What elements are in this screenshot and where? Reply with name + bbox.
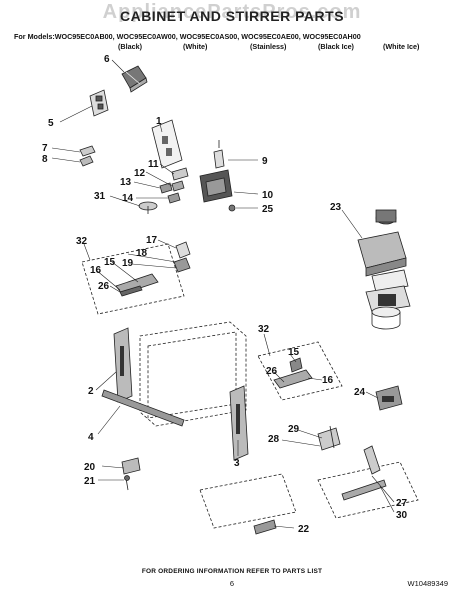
document-number: W10489349 bbox=[407, 579, 448, 588]
callout-25: 25 bbox=[262, 204, 274, 215]
callout-3: 3 bbox=[234, 458, 240, 469]
part-15-26-shape-upper bbox=[115, 273, 159, 297]
callout-24: 24 bbox=[354, 387, 366, 398]
callout-15-upper: 15 bbox=[104, 257, 116, 268]
callout-19: 19 bbox=[122, 258, 134, 269]
callout-2: 2 bbox=[88, 386, 94, 397]
callout-12: 12 bbox=[134, 168, 146, 179]
callout-5: 5 bbox=[48, 118, 54, 129]
callout-10: 10 bbox=[262, 190, 274, 201]
part-2-shape bbox=[113, 327, 133, 403]
callout-9: 9 bbox=[262, 156, 268, 167]
finish-label-white-ice: (White Ice) bbox=[383, 42, 420, 51]
callout-32-upper: 32 bbox=[76, 236, 88, 247]
part-12-shape bbox=[171, 180, 185, 192]
callout-21: 21 bbox=[84, 476, 96, 487]
part-31-shape bbox=[138, 201, 158, 214]
callout-18: 18 bbox=[136, 248, 148, 259]
page-number: 6 bbox=[229, 579, 235, 588]
upper-left-dashed-box bbox=[81, 243, 185, 315]
ordering-footer: FOR ORDERING INFORMATION REFER TO PARTS … bbox=[141, 568, 323, 575]
callout-4: 4 bbox=[88, 432, 94, 443]
callout-27: 27 bbox=[396, 498, 408, 509]
models-line: For Models:WOC95EC0AB00, WOC95EC0AW00, W… bbox=[14, 32, 361, 41]
part-22-shape bbox=[253, 519, 277, 535]
callout-16-right: 16 bbox=[322, 375, 334, 386]
part-8-shape bbox=[79, 155, 94, 167]
finish-label-white: (White) bbox=[183, 42, 208, 51]
callout-6: 6 bbox=[104, 54, 110, 65]
bottom-dashed-box bbox=[199, 473, 297, 529]
callout-31: 31 bbox=[94, 191, 106, 202]
callout-30: 30 bbox=[396, 510, 408, 521]
callout-15-right: 15 bbox=[288, 347, 300, 358]
part-10-shape bbox=[199, 169, 233, 203]
part-20-shape bbox=[121, 457, 141, 475]
part-11-shape bbox=[171, 167, 189, 181]
callout-22: 22 bbox=[298, 524, 310, 535]
callout-29: 29 bbox=[288, 424, 300, 435]
page-title: CABINET AND STIRRER PARTS bbox=[119, 8, 345, 24]
part-5-shape bbox=[89, 89, 109, 117]
part-3-shape bbox=[229, 385, 249, 461]
callout-14: 14 bbox=[122, 193, 134, 204]
leader-lines bbox=[51, 59, 395, 529]
callout-8: 8 bbox=[42, 154, 48, 165]
callout-26-upper: 26 bbox=[98, 281, 110, 292]
part-9-shape bbox=[213, 140, 225, 169]
callout-7: 7 bbox=[42, 143, 48, 154]
callout-1: 1 bbox=[156, 116, 162, 127]
right-dashed-box bbox=[257, 341, 343, 401]
part-13-shape bbox=[159, 182, 173, 194]
finish-label-black: (Black) bbox=[118, 42, 142, 51]
callout-17: 17 bbox=[146, 235, 158, 246]
part-18-shape bbox=[173, 257, 191, 273]
callout-23: 23 bbox=[330, 202, 342, 213]
part-21-shape bbox=[124, 475, 130, 491]
part-27-shape bbox=[341, 445, 387, 501]
part-14-shape bbox=[167, 192, 181, 204]
part-15-26-shape-right bbox=[273, 357, 313, 389]
part-4-shape bbox=[101, 389, 185, 427]
callout-20: 20 bbox=[84, 462, 96, 473]
part-7-shape bbox=[79, 145, 96, 157]
part-25-shape bbox=[228, 204, 236, 212]
part-17-shape bbox=[175, 241, 191, 259]
callout-13: 13 bbox=[120, 177, 132, 188]
callout-32-right: 32 bbox=[258, 324, 270, 335]
callout-28: 28 bbox=[268, 434, 280, 445]
finish-label-black-ice: (Black Ice) bbox=[318, 42, 354, 51]
callout-11: 11 bbox=[148, 159, 159, 170]
callout-16-upper: 16 bbox=[90, 265, 102, 276]
part-29-shape bbox=[317, 425, 341, 451]
callout-26-right: 26 bbox=[266, 366, 278, 377]
part-23-shape bbox=[357, 209, 411, 330]
part-24-shape bbox=[375, 385, 403, 411]
part-6-shape bbox=[121, 65, 148, 93]
part-1-shape bbox=[151, 119, 183, 169]
finish-label-stainless: (Stainless) bbox=[250, 42, 287, 51]
